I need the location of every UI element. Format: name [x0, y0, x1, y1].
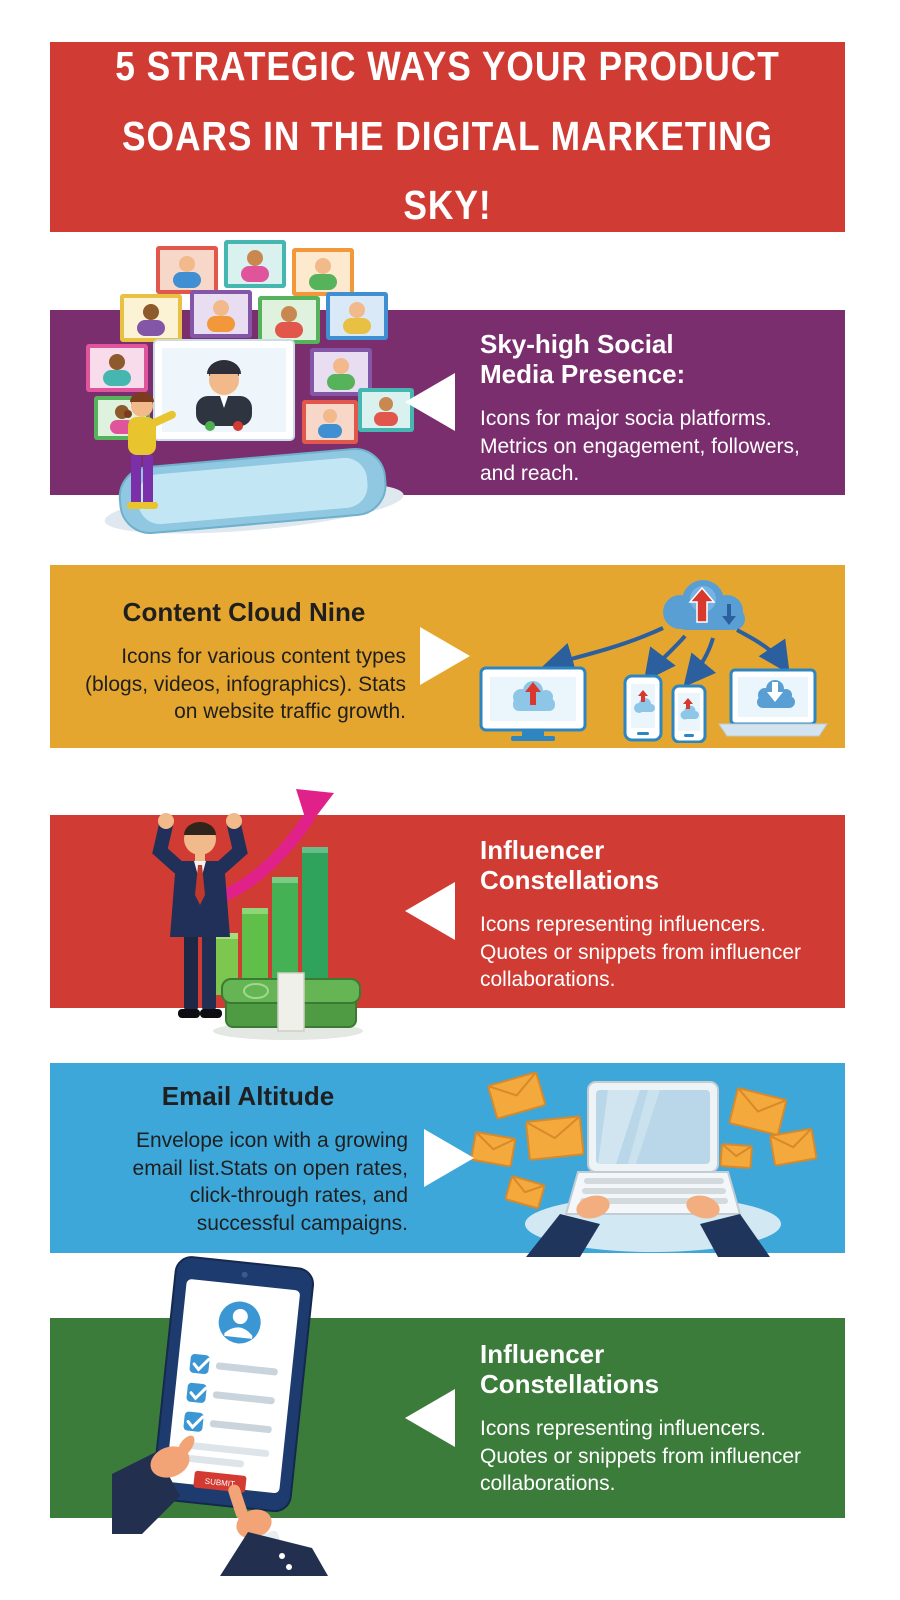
header-banner: 5 STRATEGIC WAYS YOUR PRODUCT SOARS IN T…	[50, 42, 845, 232]
pointer-left-icon	[405, 373, 455, 431]
influencer2-text: Influencer Constellations Icons represen…	[480, 1339, 810, 1498]
content-text: Content Cloud Nine Icons for various con…	[82, 597, 406, 726]
flow-arrows	[541, 626, 790, 688]
money-stack-icon	[213, 972, 363, 1040]
video-tiles	[86, 240, 414, 444]
laptop-icon	[718, 668, 828, 737]
cloud-devices-illustration	[479, 580, 828, 743]
pointer-right-icon	[424, 1129, 474, 1187]
envelope-icon	[470, 1131, 517, 1168]
page-title: 5 STRATEGIC WAYS YOUR PRODUCT SOARS IN T…	[78, 32, 817, 241]
profile-avatar	[218, 1301, 261, 1344]
section-title: Sky-high Social Media Presence:	[480, 329, 686, 389]
pointer-right-icon	[420, 627, 470, 685]
section-title: Influencer Constellations	[480, 1339, 660, 1399]
social-media-text: Sky-high Social Media Presence: Icons fo…	[480, 329, 810, 488]
phone-icon	[104, 448, 404, 534]
smartphone-icon	[671, 684, 707, 743]
section-body: Icons representing influencers. Quotes o…	[480, 1416, 801, 1496]
envelope-icon	[728, 1087, 788, 1136]
growth-illustration	[152, 789, 363, 1040]
page-title-line2: SOARS IN THE DIGITAL MARKETING SKY!	[122, 113, 773, 230]
tablet-checklist-illustration: SUBMIT	[112, 1256, 328, 1576]
section-title: Content Cloud Nine	[122, 597, 366, 627]
envelope-icon	[719, 1143, 753, 1169]
monitor-icon	[479, 666, 587, 741]
pointing-hand	[220, 1484, 328, 1576]
section-body: Envelope icon with a growing email list.…	[132, 1128, 408, 1236]
pointer-left-icon	[405, 1389, 455, 1447]
influencer-text: Influencer Constellations Icons represen…	[480, 835, 810, 994]
page-title-line1: 5 STRATEGIC WAYS YOUR PRODUCT	[115, 44, 780, 90]
main-video-tile	[153, 339, 295, 441]
envelope-icon	[487, 1072, 546, 1120]
section-body: Icons representing influencers. Quotes o…	[480, 912, 801, 992]
checklist-row	[183, 1411, 272, 1434]
section-body: Icons for various content types (blogs, …	[85, 644, 406, 724]
holding-hand	[112, 1435, 195, 1534]
envelope-icon	[769, 1128, 818, 1167]
envelope-icon	[504, 1175, 546, 1209]
businessman-icon	[152, 813, 248, 1018]
section-title: Email Altitude	[161, 1081, 335, 1111]
envelope-icon	[525, 1115, 585, 1161]
checklist-row	[186, 1382, 275, 1405]
cloud-sync-icon	[663, 580, 745, 630]
checklist-row	[189, 1353, 278, 1376]
email-text: Email Altitude Envelope icon with a grow…	[88, 1081, 408, 1238]
laptop-top-view	[564, 1081, 742, 1215]
pointer-left-icon	[405, 882, 455, 940]
submit-button-label: SUBMIT	[204, 1477, 235, 1489]
section-title: Influencer Constellations	[480, 835, 660, 895]
email-laptop-illustration	[470, 1072, 818, 1257]
video-call-collage-illustration	[86, 240, 414, 534]
standing-person	[124, 392, 176, 509]
section-body: Icons for major socia platforms. Metrics…	[480, 406, 800, 486]
smartphone-icon	[623, 674, 663, 742]
typing-hands	[526, 1195, 770, 1257]
